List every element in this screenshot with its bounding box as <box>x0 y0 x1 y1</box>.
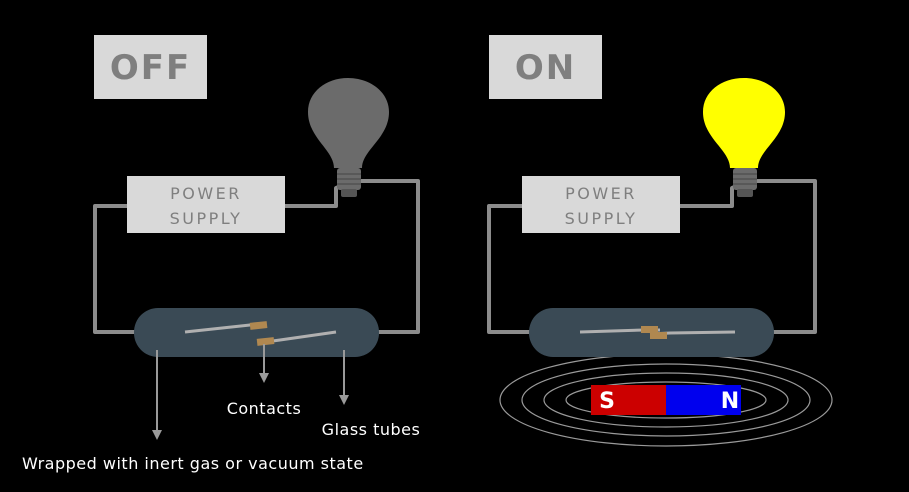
off-power-supply-line2: SUPPLY <box>170 209 243 228</box>
off-annotation-arrows <box>152 344 349 440</box>
off-power-supply-box <box>127 176 285 233</box>
on-state-label: ON <box>515 48 576 88</box>
off-bulb-glass <box>308 78 389 168</box>
on-reed-switch <box>529 308 774 357</box>
magnet-south-label: S <box>599 389 615 414</box>
off-contact-bottom <box>256 337 275 346</box>
magnet-south-pole <box>591 385 666 415</box>
on-wire-right <box>735 179 817 334</box>
on-power-supply-line1: POWER <box>565 184 637 203</box>
on-power-supply-line2: SUPPLY <box>565 209 638 228</box>
off-light-bulb-icon <box>308 78 389 197</box>
on-power-supply-box <box>522 176 680 233</box>
off-glass-tube <box>134 308 379 357</box>
magnet-north-label: N <box>721 389 739 414</box>
contacts-label: Contacts <box>227 399 302 418</box>
off-contact-top <box>249 321 268 330</box>
on-bulb-glass <box>703 78 785 168</box>
on-label-box <box>489 35 602 99</box>
bar-magnet: S N <box>591 385 741 415</box>
on-light-bulb-icon <box>703 78 785 197</box>
on-panel: ON POWER SUPPLY <box>487 35 833 447</box>
magnet-north-pole <box>666 385 741 415</box>
on-contact-bottom <box>650 332 667 339</box>
off-label-box <box>94 35 207 99</box>
glass-tubes-label: Glass tubes <box>322 420 421 439</box>
off-power-supply-line1: POWER <box>170 184 242 203</box>
off-panel: OFF POWER SUPPLY <box>22 35 420 473</box>
magnetic-field-lines <box>499 353 833 447</box>
off-reed-switch <box>134 308 379 357</box>
gas-note-label: Wrapped with inert gas or vacuum state <box>22 454 364 473</box>
on-contact-top <box>641 326 658 333</box>
off-state-label: OFF <box>110 48 191 88</box>
